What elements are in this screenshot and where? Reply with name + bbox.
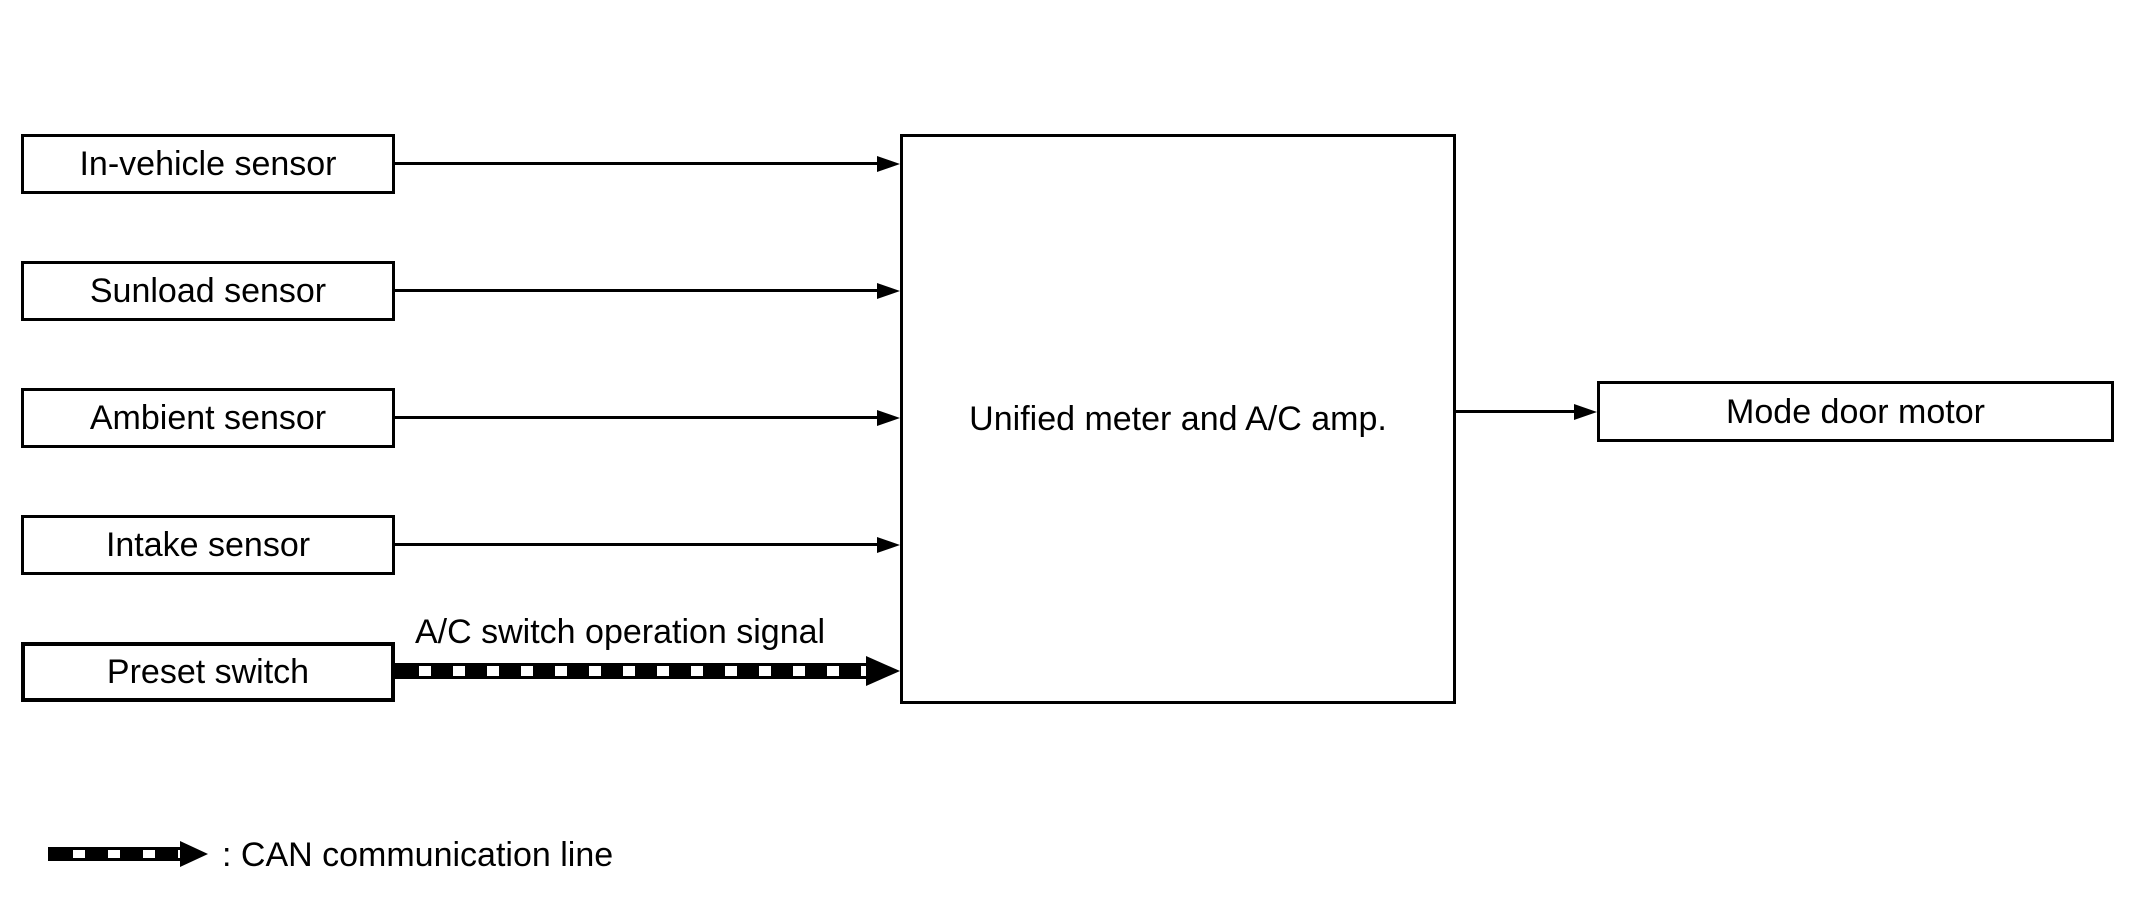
in-vehicle-sensor-signal-arrow [395,156,900,172]
arrowhead-icon [1574,404,1597,420]
sunload-sensor-label: Sunload sensor [89,272,327,310]
legend-can-arrow-icon [48,841,208,867]
arrowhead-icon [877,156,900,172]
arrowhead-icon [877,283,900,299]
unified-meter-ac-amp-label: Unified meter and A/C amp. [969,400,1387,438]
arrow-line [1456,410,1579,413]
intake-sensor-label: Intake sensor [105,526,311,564]
unified-meter-ac-amp-box: Unified meter and A/C amp. [900,134,1456,704]
ambient-sensor-box: Ambient sensor [21,388,395,448]
arrow-line [395,543,882,546]
ambient-sensor-label: Ambient sensor [89,399,327,437]
preset-switch-box: Preset switch [21,642,395,702]
in-vehicle-sensor-box: In-vehicle sensor [21,134,395,194]
can-striped-band [395,663,867,679]
preset-switch-label: Preset switch [106,653,310,691]
mode-door-motor-label: Mode door motor [1726,392,1985,431]
in-vehicle-sensor-label: In-vehicle sensor [79,145,337,183]
can-arrow-signal-label: A/C switch operation signal [415,613,826,651]
arrow-line [395,289,882,292]
sunload-sensor-box: Sunload sensor [21,261,395,321]
arrowhead-icon [877,410,900,426]
sunload-sensor-signal-arrow [395,283,900,299]
can-communication-arrow [395,656,900,686]
can-arrowhead-icon [180,841,208,867]
ambient-sensor-signal-arrow [395,410,900,426]
mode-door-motor-box: Mode door motor [1597,381,2114,442]
legend-can-line-label: : CAN communication line [222,836,614,874]
arrowhead-icon [877,537,900,553]
can-striped-band [48,847,181,861]
intake-sensor-box: Intake sensor [21,515,395,575]
intake-sensor-signal-arrow [395,537,900,553]
mode-door-motor-drive-arrow [1456,404,1597,420]
can-arrowhead-icon [866,656,900,686]
arrow-line [395,416,882,419]
arrow-line [395,162,882,165]
